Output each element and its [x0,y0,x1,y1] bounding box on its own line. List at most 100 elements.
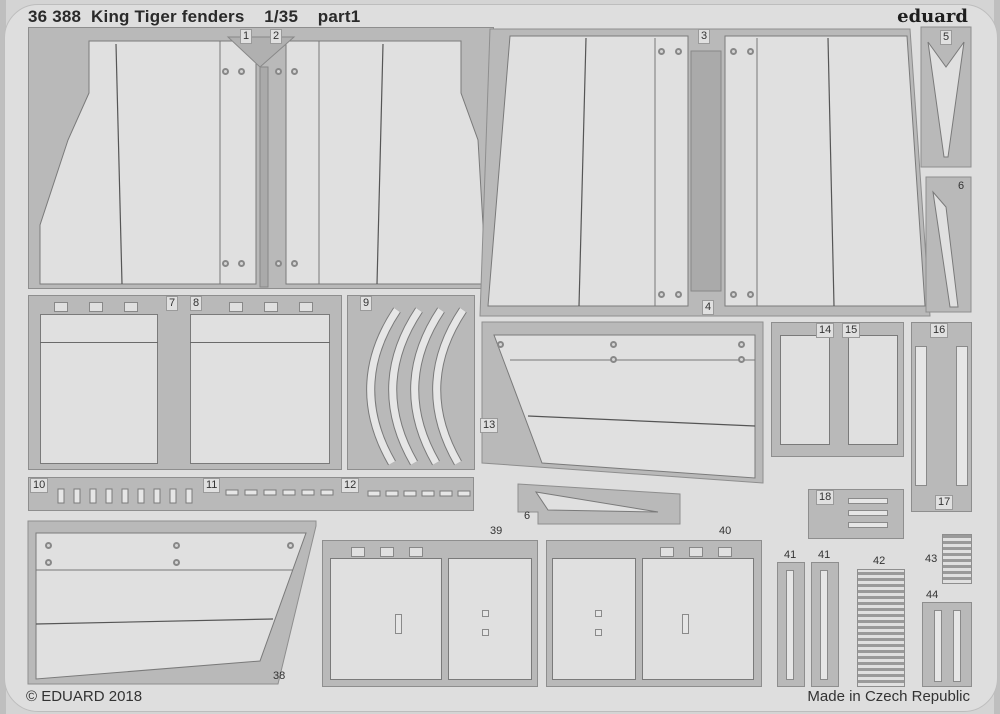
strip [934,610,942,682]
part-18-pin [848,522,888,528]
part-number-14: 14 [816,323,835,338]
part-17-strip [956,346,968,486]
origin-text: Made in Czech Republic [807,688,970,705]
part-number-10: 10 [30,478,49,493]
rivet-hole [658,48,665,55]
rivet-hole [173,542,180,549]
tab [409,547,423,557]
tab [229,302,243,312]
strip [786,570,794,680]
part-43-grid [942,534,972,584]
rivet-hole [238,68,245,75]
rivet-hole [730,48,737,55]
tab [299,302,313,312]
part-42-grid [857,569,905,687]
part-number-18: 18 [816,490,835,505]
rivet-hole [291,68,298,75]
slot [395,614,402,634]
rivet-hole [173,559,180,566]
part-number-38: 38 [273,670,286,682]
rivet-hole [675,291,682,298]
part-number-17: 17 [935,495,954,510]
part-number-9: 9 [360,296,373,311]
part-number-4: 4 [702,300,715,315]
fold-line [40,342,158,343]
tab [718,547,732,557]
part-13-fender [481,321,764,484]
rivet-hole [747,48,754,55]
sheet-title: 36 388 King Tiger fenders 1/35 part1 [28,7,361,26]
sheet-frame-left [0,0,6,714]
part-number-15: 15 [842,323,861,338]
part-5-bracket [920,26,972,313]
strip [953,610,961,682]
tab [689,547,703,557]
part-40-right [642,558,754,680]
rivet-hole [738,341,745,348]
tab [54,302,68,312]
rivet-hole [238,260,245,267]
rivet-hole [45,542,52,549]
rivet-hole [275,68,282,75]
part-14-bracket [780,335,830,445]
part-38-fender [27,520,317,685]
part-6-strip [517,483,681,525]
part-number-8: 8 [190,296,203,311]
tab [380,547,394,557]
rivet-hole [658,291,665,298]
rivet-hole [222,68,229,75]
part-number-41a: 41 [784,549,797,561]
rivet-hole [610,356,617,363]
part-number-5: 5 [940,30,953,45]
strip [820,570,828,680]
part-number-2: 2 [270,29,283,44]
slot [595,610,602,617]
part-number-39: 39 [490,525,503,537]
copyright-text: © EDUARD 2018 [26,688,143,705]
rivet-hole [675,48,682,55]
slot [482,629,489,636]
part-18-pin [848,510,888,516]
tab [124,302,138,312]
part-number-42: 42 [873,555,886,567]
part-39-right [448,558,532,680]
slot [482,610,489,617]
part-number-40: 40 [719,525,732,537]
rivet-hole [738,356,745,363]
part-15-bracket [848,335,898,445]
part-9-arcs [366,307,467,466]
rivet-hole [222,260,229,267]
rivet-hole [730,291,737,298]
fold-line [190,342,330,343]
part-number-6: 6 [958,180,965,192]
rivet-hole [275,260,282,267]
rivet-hole [610,341,617,348]
part-number-12: 12 [341,478,360,493]
part-number-16: 16 [930,323,949,338]
rivet-hole [45,559,52,566]
small-parts-10-12 [57,488,471,504]
part-number-43: 43 [925,553,938,565]
part-number-6b: 6 [524,510,531,522]
tab [264,302,278,312]
part-1-fender [39,36,484,288]
rivet-hole [291,260,298,267]
slot [682,614,689,634]
part-8-panel [190,314,330,464]
rivet-hole [287,542,294,549]
rivet-hole [497,341,504,348]
part-number-7: 7 [166,296,179,311]
part-number-1: 1 [240,29,253,44]
part-number-11: 11 [203,478,221,493]
slot [595,629,602,636]
part-3-4-fenders [479,28,931,317]
tab [660,547,674,557]
part-number-41b: 41 [818,549,831,561]
part-44-bracket [922,602,972,687]
part-number-13: 13 [480,418,499,433]
part-16-strip [915,346,927,486]
brand-logo: eduard [897,6,968,27]
part-39-left [330,558,442,680]
tab [351,547,365,557]
part-number-3: 3 [698,29,711,44]
